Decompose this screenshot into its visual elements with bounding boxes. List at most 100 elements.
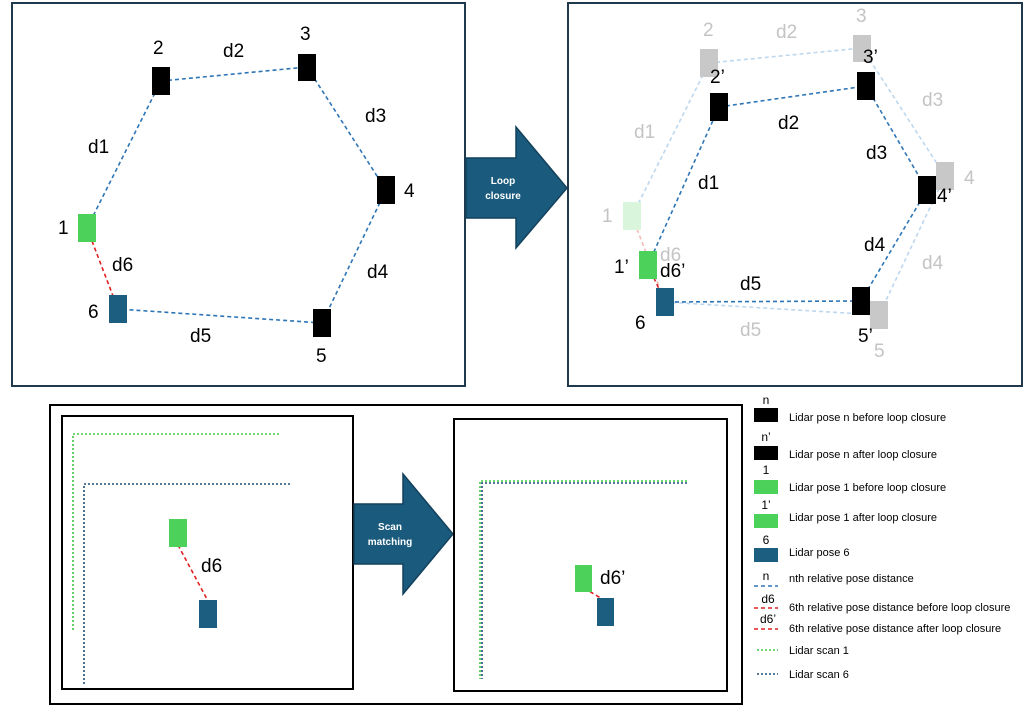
edge-d4: [321, 189, 387, 324]
pose-label-1: 1: [58, 218, 69, 239]
scan-arrow-line1: Scan: [378, 522, 402, 533]
old-edge-d2: [708, 47, 863, 64]
legend-text-2: Lidar pose 1 before loop closure: [789, 482, 946, 494]
legend-text-6: 6th relative pose distance before loop c…: [789, 602, 1010, 614]
pose-label-5: 5: [316, 346, 327, 367]
old-edge-label-d3: d3: [922, 90, 943, 111]
old-edge-d1: [631, 62, 710, 217]
new-pose-1: [639, 251, 657, 279]
new-pose-label-1: 1’: [614, 257, 629, 278]
old-pose-3: [853, 35, 871, 62]
new-pose-label-3: 3’: [863, 47, 878, 68]
scan-after-content: d6’: [479, 480, 687, 679]
new-edge-d5: [664, 300, 862, 303]
pose-label-2: 2: [153, 38, 164, 59]
lidar-scan-6-before: [83, 483, 290, 684]
old-pose-1: [623, 202, 641, 230]
new-pose-5: [852, 287, 870, 315]
legend-key-5: n: [763, 569, 770, 583]
new-pose-3: [857, 72, 875, 100]
old-pose-label-4: 4: [964, 168, 975, 189]
legend-key-3: 1’: [761, 498, 770, 512]
new-pose-label-2: 2’: [710, 67, 725, 88]
scan-matching-arrow: Scan matching: [353, 471, 454, 597]
old-labels-faded: 1 2 3 4 5 d1 d2 d3 d4 d5 d6: [602, 6, 975, 362]
new-edge-label-d2: d2: [778, 113, 799, 134]
new-edge-d2: [718, 85, 867, 108]
old-edge-d6: [631, 215, 666, 303]
edge-d3: [306, 66, 387, 191]
loop-arrow-line1: Loop: [491, 176, 515, 187]
old-pose-label-3: 3: [856, 6, 867, 27]
new-pose-6: [656, 288, 674, 316]
pose-label-4: 4: [404, 181, 415, 202]
new-pose-label-5: 5’: [858, 326, 873, 347]
legend-text-0: Lidar pose n before loop closure: [789, 412, 946, 424]
scan-arrow-line2: matching: [368, 537, 412, 548]
legend: n Lidar pose n before loop closure n’ Li…: [754, 393, 1010, 681]
new-edge-d3: [865, 85, 928, 191]
pose-label-6: 6: [88, 302, 99, 323]
scan-edge-label-d6: d6: [201, 556, 222, 577]
edge-label-d3: d3: [365, 106, 386, 127]
legend-swatch-pose1-after: [754, 514, 778, 528]
legend-item-scan6: Lidar scan 6: [757, 669, 849, 681]
legend-item-pose-after: n’ Lidar pose n after loop closure: [754, 430, 937, 461]
legend-text-7: 6th relative pose distance after loop cl…: [789, 623, 1001, 635]
pose-label-3: 3: [300, 24, 311, 45]
before-poses: [78, 54, 395, 337]
new-edge-label-d4: d4: [864, 235, 886, 256]
legend-item-pose1-before: 1 Lidar pose 1 before loop closure: [754, 463, 946, 494]
old-pose-4: [936, 162, 954, 190]
legend-swatch-pose-after: [754, 446, 778, 460]
loop-closure-arrow: Loop closure: [465, 124, 568, 251]
scan-before-content: d6: [72, 433, 290, 684]
legend-key-6: d6: [761, 592, 775, 606]
edge-label-d1: d1: [88, 137, 109, 158]
legend-text-1: Lidar pose n after loop closure: [789, 449, 937, 461]
new-pose-label-4: 4’: [937, 186, 952, 207]
legend-text-5: nth relative pose distance: [789, 573, 914, 585]
legend-key-4: 6: [763, 533, 770, 547]
lidar-scan-1-before: [72, 433, 279, 632]
scan-pose-6-after: [597, 598, 614, 626]
old-pose-2: [700, 49, 718, 77]
scan-before-box: [61, 415, 354, 690]
scan-edge-d6: [177, 544, 209, 602]
legend-text-3: Lidar pose 1 after loop closure: [789, 512, 937, 524]
legend-item-scan1: Lidar scan 1: [757, 645, 849, 657]
new-edge-d1: [647, 106, 720, 266]
new-edge-label-d6: d6’: [660, 261, 685, 282]
legend-swatch-pose-before: [754, 408, 778, 422]
scan-pose-1-after: [575, 565, 592, 592]
pose-1: [78, 214, 96, 242]
new-edge-d4: [860, 189, 928, 302]
old-edge-d3: [861, 47, 946, 177]
scan-edge-label-d6-after: d6’: [600, 568, 625, 589]
old-pose-5: [870, 301, 888, 329]
edge-label-d4: d4: [367, 262, 389, 283]
legend-text-4: Lidar pose 6: [789, 547, 850, 559]
pose-3: [298, 54, 316, 81]
new-labels: 1’ 2’ 3’ 4’ 5’ 6 d1 d2 d3 d4 d5 d6’: [614, 47, 952, 347]
legend-text-8: Lidar scan 1: [789, 645, 849, 657]
pose-4: [377, 176, 395, 204]
new-edge-label-d3: d3: [866, 143, 887, 164]
old-pose-label-2: 2: [703, 20, 714, 41]
legend-item-d6-before: d6 6th relative pose distance before loo…: [754, 592, 1010, 614]
new-edges: [647, 85, 928, 303]
new-pose-2: [710, 93, 728, 121]
legend-text-9: Lidar scan 6: [789, 669, 849, 681]
edge-label-d6: d6: [112, 255, 133, 276]
legend-item-pose1-after: 1’ Lidar pose 1 after loop closure: [754, 498, 937, 528]
old-edge-label-d5: d5: [740, 320, 761, 341]
pose-2: [152, 67, 170, 95]
scan-pose-1: [169, 519, 187, 547]
old-edges-faded: [631, 47, 946, 316]
before-labels: 1 2 3 4 5 6 d1 d2 d3 d4 d5 d6: [58, 24, 415, 367]
loop-arrow-line2: closure: [485, 191, 521, 202]
old-edge-label-d4: d4: [922, 253, 944, 274]
edge-label-d5: d5: [190, 326, 211, 347]
new-pose-label-6: 6: [635, 313, 646, 334]
